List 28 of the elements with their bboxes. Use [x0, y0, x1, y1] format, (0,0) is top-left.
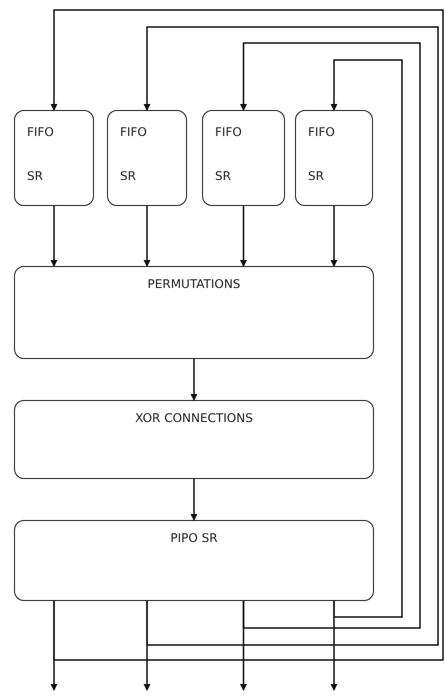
arrow	[144, 26, 439, 646]
process-box	[14, 400, 374, 479]
arrow	[240, 42, 421, 629]
process-box	[14, 266, 374, 359]
box-label: SR	[120, 169, 136, 184]
process-box	[202, 110, 285, 206]
box-label: PERMUTATIONS	[148, 277, 240, 292]
arrow	[240, 206, 247, 267]
process-box	[14, 520, 374, 601]
arrow	[144, 206, 150, 267]
box-label: PIPO SR	[170, 531, 218, 546]
arrow	[190, 479, 198, 521]
box-label: FIFO	[215, 125, 242, 140]
box-label: SR	[27, 169, 43, 184]
box-label: FIFO	[308, 125, 335, 140]
process-box	[295, 110, 373, 206]
process-box	[14, 110, 94, 206]
process-box	[107, 110, 187, 206]
arrow	[50, 206, 58, 267]
box-label: SR	[308, 169, 324, 184]
box-label: FIFO	[27, 125, 54, 140]
box-label: SR	[215, 169, 231, 184]
arrow	[50, 9, 444, 661]
box-label: XOR CONNECTIONS	[135, 411, 253, 426]
box-label: FIFO	[120, 125, 147, 140]
arrow	[330, 59, 403, 618]
arrow	[190, 359, 198, 401]
arrow	[330, 206, 338, 267]
